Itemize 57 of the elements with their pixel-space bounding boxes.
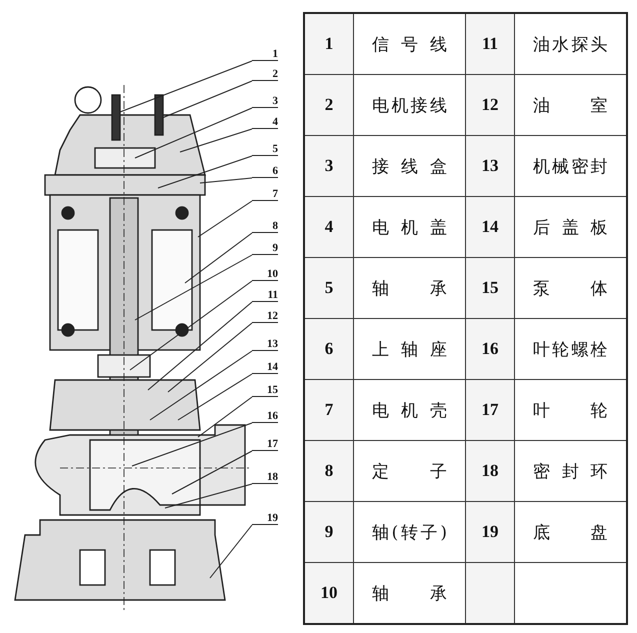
callout-number: 13 <box>252 338 278 351</box>
part-number: 17 <box>466 380 514 440</box>
callout-number: 7 <box>252 188 278 201</box>
part-number: 9 <box>304 502 354 562</box>
part-number: 4 <box>304 196 354 258</box>
callout-number: 12 <box>252 310 278 323</box>
leader-line <box>200 178 252 184</box>
leader-line <box>210 524 252 578</box>
part-number: 1 <box>304 13 354 74</box>
part-number: 18 <box>466 440 514 502</box>
leader-line <box>158 156 252 188</box>
part-number: 5 <box>304 258 354 318</box>
part-number: 12 <box>466 74 514 136</box>
leader-line <box>134 108 252 158</box>
part-number: 6 <box>304 318 354 380</box>
part-number: 3 <box>304 136 354 196</box>
leader-line <box>184 232 252 284</box>
callout-number: 8 <box>252 220 278 233</box>
leader-line <box>148 302 252 390</box>
callout-number: 17 <box>252 438 278 451</box>
part-number: 10 <box>304 562 354 624</box>
leader-line <box>168 322 252 392</box>
callout-number: 19 <box>252 512 278 525</box>
callout-number: 11 <box>252 289 278 302</box>
part-number: 14 <box>466 196 514 258</box>
callout-number: 14 <box>252 361 278 374</box>
part-number: 15 <box>466 258 514 318</box>
callout-number: 9 <box>252 242 278 255</box>
leader-line <box>198 396 252 438</box>
part-number: 7 <box>304 380 354 440</box>
part-number: 19 <box>466 502 514 562</box>
leader-line <box>120 60 252 112</box>
leader-line <box>198 200 252 238</box>
callout-number: 10 <box>252 268 278 281</box>
callout-number: 1 <box>252 48 278 61</box>
callout-number: 15 <box>252 384 278 397</box>
part-number: 11 <box>466 13 514 74</box>
part-number: 8 <box>304 440 354 502</box>
part-number: 16 <box>466 318 514 380</box>
leader-line <box>150 350 252 420</box>
part-number: 13 <box>466 136 514 196</box>
leader-line <box>178 374 252 420</box>
callout-number: 2 <box>252 68 278 81</box>
leader-line <box>130 280 252 370</box>
leader-line <box>132 422 252 466</box>
leader-line <box>164 484 252 508</box>
leader-line <box>134 254 252 320</box>
part-number: 2 <box>304 74 354 136</box>
leader-line <box>180 128 252 152</box>
callout-number: 18 <box>252 471 278 484</box>
callout-number: 4 <box>252 116 278 129</box>
leader-line <box>162 80 252 118</box>
callout-number: 16 <box>252 410 278 423</box>
leader-line <box>172 450 252 494</box>
callout-number: 6 <box>252 165 278 178</box>
callout-number: 5 <box>252 143 278 156</box>
callout-number: 3 <box>252 95 278 108</box>
